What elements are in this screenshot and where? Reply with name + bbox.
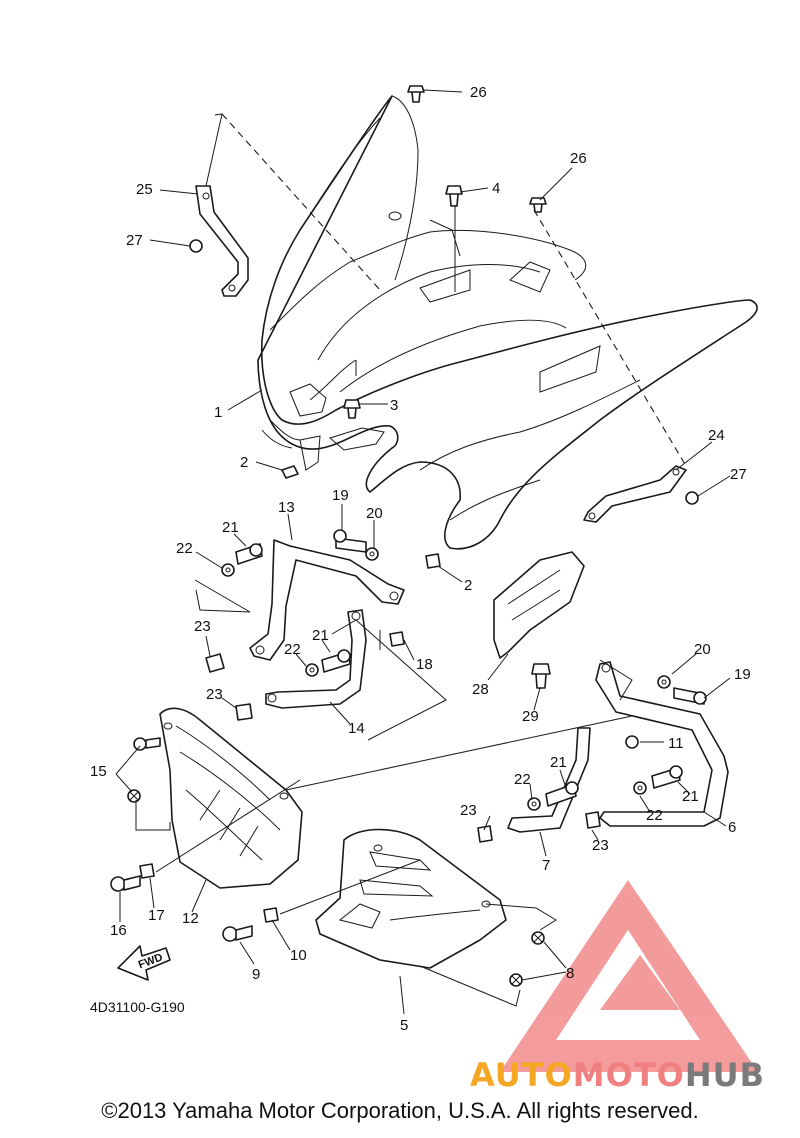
rear-fender-assembly — [257, 95, 758, 550]
callout-22d: 22 — [646, 807, 663, 824]
callout-23d: 23 — [592, 837, 609, 854]
callout-11: 11 — [668, 735, 684, 752]
callout-12: 12 — [182, 910, 199, 927]
callout-1: 1 — [214, 404, 222, 421]
callout-5: 5 — [400, 1017, 408, 1034]
watermark-inner-triangle-icon — [600, 955, 680, 1010]
fasteners — [189, 85, 699, 689]
callout-26a: 26 — [470, 84, 487, 101]
callout-20b: 20 — [694, 641, 711, 658]
leader-lines — [115, 89, 731, 1015]
copyright-notice: ©2013 Yamaha Motor Corporation, U.S.A. A… — [101, 1098, 699, 1123]
footrest-guard-12 — [159, 707, 303, 889]
watermark-logo — [500, 880, 758, 1072]
callout-13: 13 — [278, 499, 295, 516]
callout-10: 10 — [290, 947, 307, 964]
callout-22b: 22 — [284, 641, 301, 658]
callout-14: 14 — [348, 720, 365, 737]
watermark-text: AUTOMOTOHUB — [470, 1056, 765, 1094]
watermark-hub: HUB — [685, 1056, 765, 1094]
callout-19b: 19 — [734, 666, 751, 683]
callout-21a: 21 — [222, 519, 239, 536]
assembly-lines — [135, 113, 687, 1007]
callout-8: 8 — [566, 965, 574, 982]
footrest-guard-5 — [315, 828, 507, 969]
callout-25: 25 — [136, 181, 153, 198]
watermark-moto: MOTO — [573, 1056, 685, 1094]
bracket-24 — [583, 465, 687, 523]
fwd-arrow: FWD — [117, 945, 171, 981]
callout-20a: 20 — [366, 505, 383, 522]
watermark-auto: AUTO — [470, 1056, 573, 1094]
callout-24: 24 — [708, 427, 725, 444]
callout-23b: 23 — [206, 686, 223, 703]
callout-22c: 22 — [514, 771, 531, 788]
callout-21c: 21 — [550, 754, 567, 771]
callout-27b: 27 — [730, 466, 747, 483]
callout-2b: 2 — [464, 577, 472, 594]
bottom-hardware — [110, 737, 545, 987]
callout-26b: 26 — [570, 150, 587, 167]
callout-7: 7 — [542, 857, 550, 874]
right-hardware — [477, 675, 707, 843]
bracket-13 — [249, 539, 405, 661]
left-hardware — [205, 529, 405, 721]
callout-21d: 21 — [682, 788, 699, 805]
callout-29: 29 — [522, 708, 539, 725]
callout-19a: 19 — [332, 487, 349, 504]
callout-18: 18 — [416, 656, 433, 673]
callout-23a: 23 — [194, 618, 211, 635]
callout-3: 3 — [390, 397, 398, 414]
callout-15: 15 — [90, 763, 107, 780]
callout-17: 17 — [148, 907, 165, 924]
bracket-25 — [195, 185, 249, 297]
watermark-triangle-icon — [500, 880, 758, 1072]
callout-22a: 22 — [176, 540, 193, 557]
callout-27a: 27 — [126, 232, 143, 249]
callout-4: 4 — [492, 180, 500, 197]
callout-28: 28 — [472, 681, 489, 698]
mud-flap-28 — [493, 551, 585, 659]
callout-2a: 2 — [240, 454, 248, 471]
callout-6: 6 — [728, 819, 736, 836]
callout-16: 16 — [110, 922, 127, 939]
part-code: 4D31100-G190 — [90, 999, 185, 1015]
callout-9: 9 — [252, 966, 260, 983]
callout-23c: 23 — [460, 802, 477, 819]
callout-labels: 26 26 4 25 27 1 3 2 24 27 13 19 20 21 22… — [90, 84, 751, 1034]
callout-21b: 21 — [312, 627, 329, 644]
